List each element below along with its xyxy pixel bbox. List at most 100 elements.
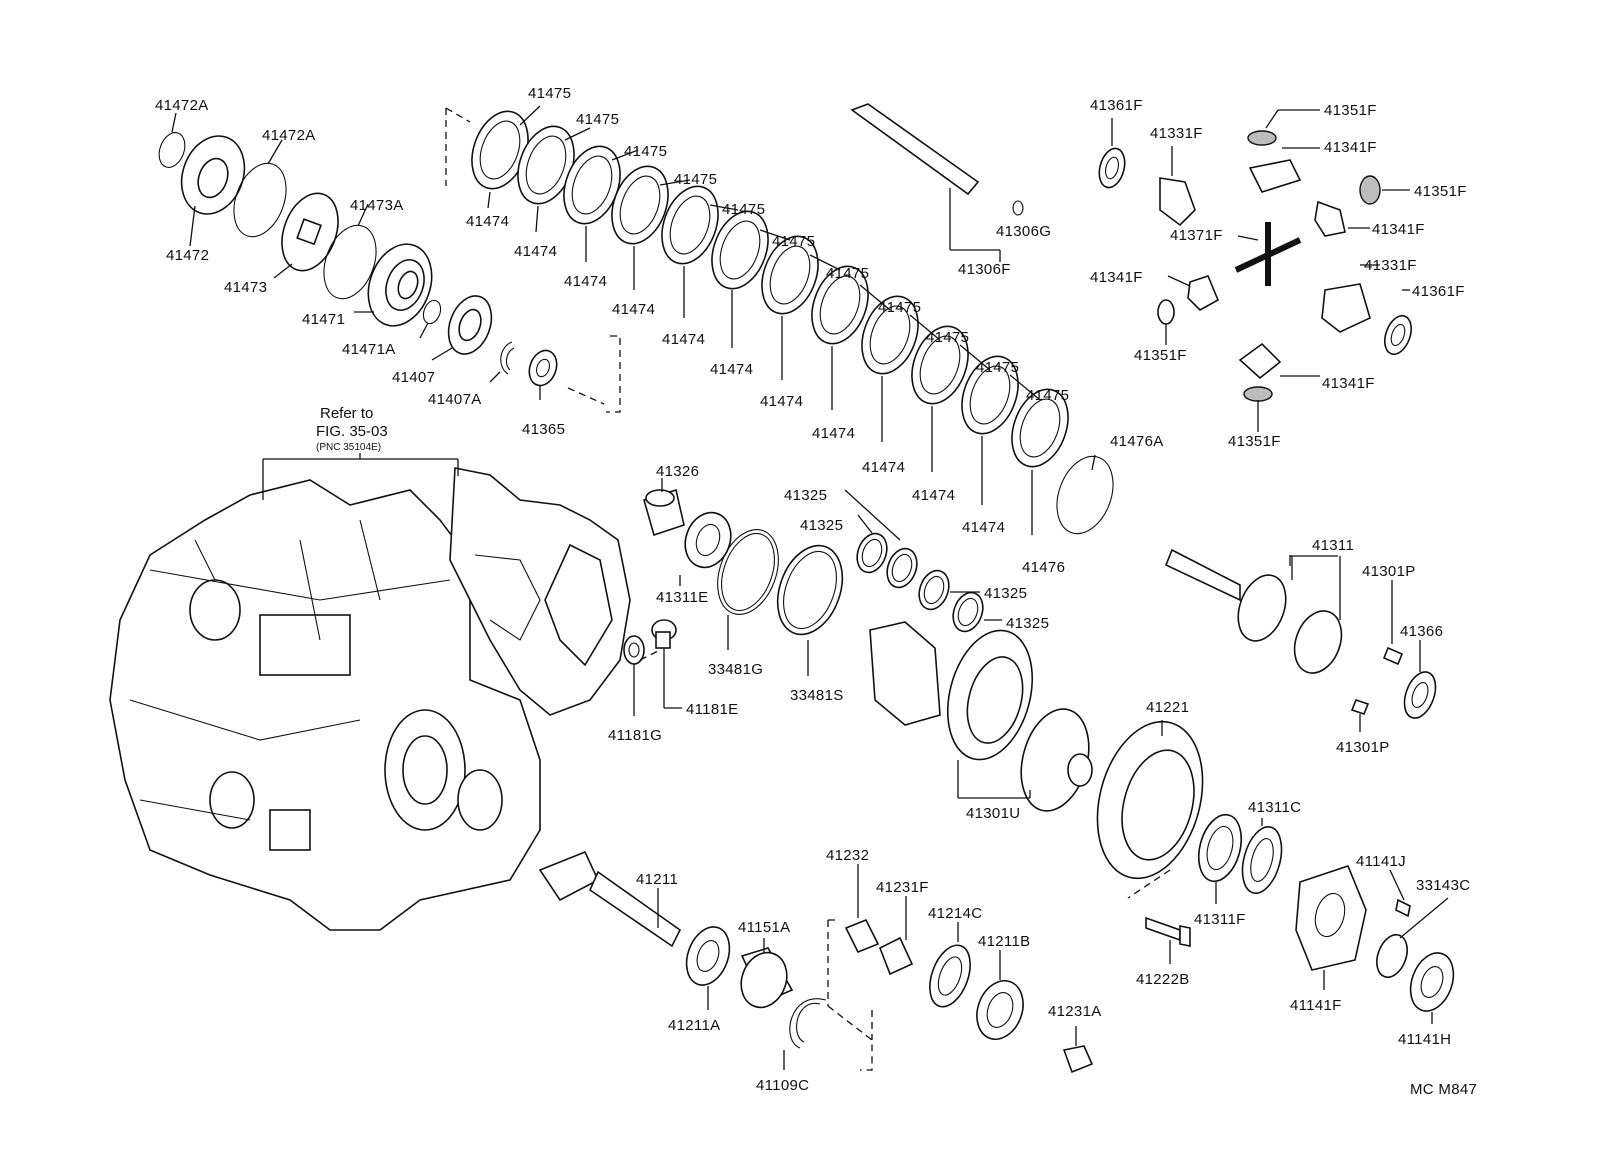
part-41311-differential-assy bbox=[1164, 548, 1343, 674]
label-41475-4: 41475 bbox=[674, 171, 717, 188]
part-41211A-bearing bbox=[685, 926, 731, 1010]
label-41475-10: 41475 bbox=[976, 359, 1019, 376]
part-41141H-bearing bbox=[1409, 952, 1455, 1024]
part-41473-pump-cover bbox=[273, 192, 339, 279]
label-41325-d: 41325 bbox=[1006, 615, 1049, 632]
label-41341F-c: 41341F bbox=[1090, 269, 1143, 286]
part-41341F-pinion-a bbox=[1248, 147, 1320, 193]
label-41341F-a: 41341F bbox=[1324, 139, 1377, 156]
label-41311F: 41311F bbox=[1194, 911, 1246, 928]
part-41221-ring-gear bbox=[1096, 720, 1204, 899]
label-41351F-c: 41351F bbox=[1134, 347, 1187, 364]
part-41361F-washer-b bbox=[1384, 289, 1412, 356]
part-41471-bearing bbox=[354, 243, 433, 327]
part-33143C-seal bbox=[1376, 897, 1449, 979]
label-41311E: 41311E bbox=[656, 589, 708, 606]
label-41231F: 41231F bbox=[876, 879, 929, 896]
label-41222B: 41222B bbox=[1136, 971, 1190, 988]
part-33481S-ring bbox=[776, 544, 844, 676]
part-41214C-race bbox=[929, 922, 971, 1008]
part-41211B-bearing bbox=[976, 950, 1024, 1040]
label-41407: 41407 bbox=[392, 369, 435, 386]
part-41341F-pinion-d bbox=[1238, 342, 1320, 380]
part-number-labels: 41472A 41472A 41472 41473A 41473 41471 4… bbox=[155, 85, 1477, 1098]
label-41474-5: 41474 bbox=[662, 331, 705, 348]
label-41474-2: 41474 bbox=[514, 243, 557, 260]
label-41475-8: 41475 bbox=[878, 299, 921, 316]
reference-line-2: FIG. 35-03 bbox=[316, 423, 388, 440]
part-41181G-washer bbox=[623, 635, 661, 716]
label-41351F-d: 41351F bbox=[1228, 433, 1281, 450]
part-41331F-side-gear-a bbox=[1159, 146, 1196, 227]
label-41475-9: 41475 bbox=[926, 329, 969, 346]
label-41325-c: 41325 bbox=[984, 585, 1027, 602]
label-41475-11: 41475 bbox=[1026, 387, 1069, 404]
part-41311C-race bbox=[1241, 818, 1283, 894]
label-41181G: 41181G bbox=[608, 727, 662, 744]
part-41141F-retainer bbox=[1295, 865, 1367, 990]
label-41325-b: 41325 bbox=[800, 517, 843, 534]
label-41181E: 41181E bbox=[686, 701, 738, 718]
label-41306F: 41306F bbox=[958, 261, 1011, 278]
label-41472A-a: 41472A bbox=[155, 97, 209, 114]
part-41473A-o-ring bbox=[323, 203, 377, 300]
label-41141H: 41141H bbox=[1398, 1031, 1451, 1048]
label-41301P-a: 41301P bbox=[1362, 563, 1416, 580]
part-41222B-bolt bbox=[1145, 916, 1191, 964]
part-41306G-clip bbox=[1012, 200, 1024, 216]
label-41325-a: 41325 bbox=[784, 487, 827, 504]
label-41301U: 41301U bbox=[966, 805, 1020, 822]
part-41341F-pinion-b bbox=[1314, 200, 1370, 237]
label-33481G: 33481G bbox=[708, 661, 763, 678]
label-41151A: 41151A bbox=[738, 919, 790, 936]
label-33143C: 33143C bbox=[1416, 877, 1470, 894]
clutch-pack-plates bbox=[471, 110, 1114, 535]
label-33481S: 33481S bbox=[790, 687, 844, 704]
label-41311: 41311 bbox=[1312, 537, 1354, 554]
part-41351F-washer-a bbox=[1247, 109, 1320, 146]
label-41109C: 41109C bbox=[756, 1077, 809, 1094]
part-41306F-shaft bbox=[850, 103, 1001, 262]
label-41311C: 41311C bbox=[1248, 799, 1301, 816]
label-41474-9: 41474 bbox=[862, 459, 905, 476]
label-41341F-d: 41341F bbox=[1322, 375, 1375, 392]
bottom-dashed-bracket bbox=[827, 919, 873, 1071]
label-41141F: 41141F bbox=[1290, 997, 1342, 1014]
part-41472A-o-ring-large bbox=[233, 139, 287, 238]
part-41471A-ring bbox=[419, 299, 442, 339]
reference-line-1: Refer to bbox=[320, 405, 373, 422]
label-41232: 41232 bbox=[826, 847, 869, 864]
label-41474-4: 41474 bbox=[612, 301, 655, 318]
part-41109C-snap-ring bbox=[783, 998, 827, 1070]
label-41331F-b: 41331F bbox=[1364, 257, 1417, 274]
part-41351F-washer-d bbox=[1243, 386, 1273, 432]
part-41311F-bearing bbox=[1197, 813, 1243, 904]
label-41351F-a: 41351F bbox=[1324, 102, 1377, 119]
label-41211B: 41211B bbox=[978, 933, 1030, 950]
part-41301P-bolt-a bbox=[1382, 580, 1404, 666]
part-41472A-snap-ring-small bbox=[158, 112, 186, 168]
part-41351F-washer-c bbox=[1157, 299, 1175, 345]
label-41231A: 41231A bbox=[1048, 1003, 1102, 1020]
label-41361F-b: 41361F bbox=[1412, 283, 1465, 300]
part-41472-seal-plate bbox=[180, 135, 246, 247]
label-41474-11: 41474 bbox=[962, 519, 1005, 536]
label-41473A: 41473A bbox=[350, 197, 404, 214]
label-41474-10: 41474 bbox=[912, 487, 955, 504]
drawing-code: MC M847 bbox=[1410, 1081, 1477, 1098]
label-41475-6: 41475 bbox=[772, 233, 815, 250]
part-41211-pinion-shaft bbox=[538, 850, 682, 948]
label-41476A: 41476A bbox=[1110, 433, 1164, 450]
label-41366: 41366 bbox=[1400, 623, 1443, 640]
label-41331F-a: 41331F bbox=[1150, 125, 1203, 142]
part-41325-rings bbox=[844, 489, 1002, 633]
part-41141J-bolt bbox=[1389, 869, 1411, 918]
label-41473: 41473 bbox=[224, 279, 267, 296]
part-41231F-collar bbox=[878, 896, 914, 976]
label-41361F-a: 41361F bbox=[1090, 97, 1143, 114]
part-41407-one-way-clutch bbox=[431, 295, 493, 361]
part-41301U-differential-case bbox=[869, 621, 1093, 812]
part-41301P-bolt-b bbox=[1350, 699, 1370, 732]
part-41361F-washer-a bbox=[1098, 118, 1126, 189]
